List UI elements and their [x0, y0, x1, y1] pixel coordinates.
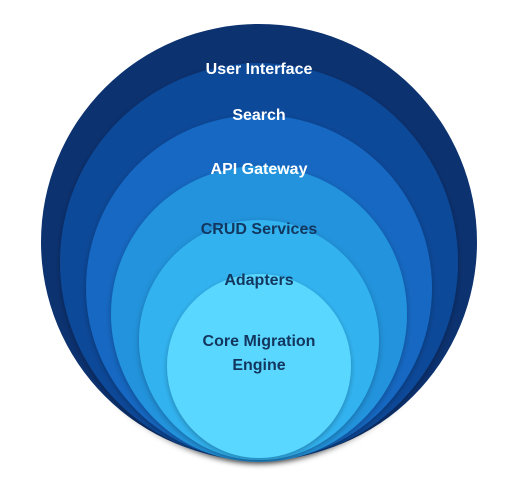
layer-label-line: Engine	[232, 357, 285, 374]
layer-label-line: Adapters	[224, 272, 293, 289]
layer-label-line: CRUD Services	[201, 221, 318, 238]
layer-label-crud-services: CRUD Services	[201, 221, 318, 238]
layer-circle-core-migration-engine	[167, 274, 351, 458]
layer-label-search: Search	[232, 107, 285, 124]
layer-label-line: Core Migration	[203, 333, 316, 350]
layer-label-line: API Gateway	[211, 161, 308, 178]
layer-label-adapters: Adapters	[224, 272, 293, 289]
layer-label-api-gateway: API Gateway	[211, 161, 308, 178]
layer-label-line: Search	[232, 107, 285, 124]
layer-label-user-interface: User Interface	[206, 61, 313, 78]
layer-label-line: User Interface	[206, 61, 313, 78]
